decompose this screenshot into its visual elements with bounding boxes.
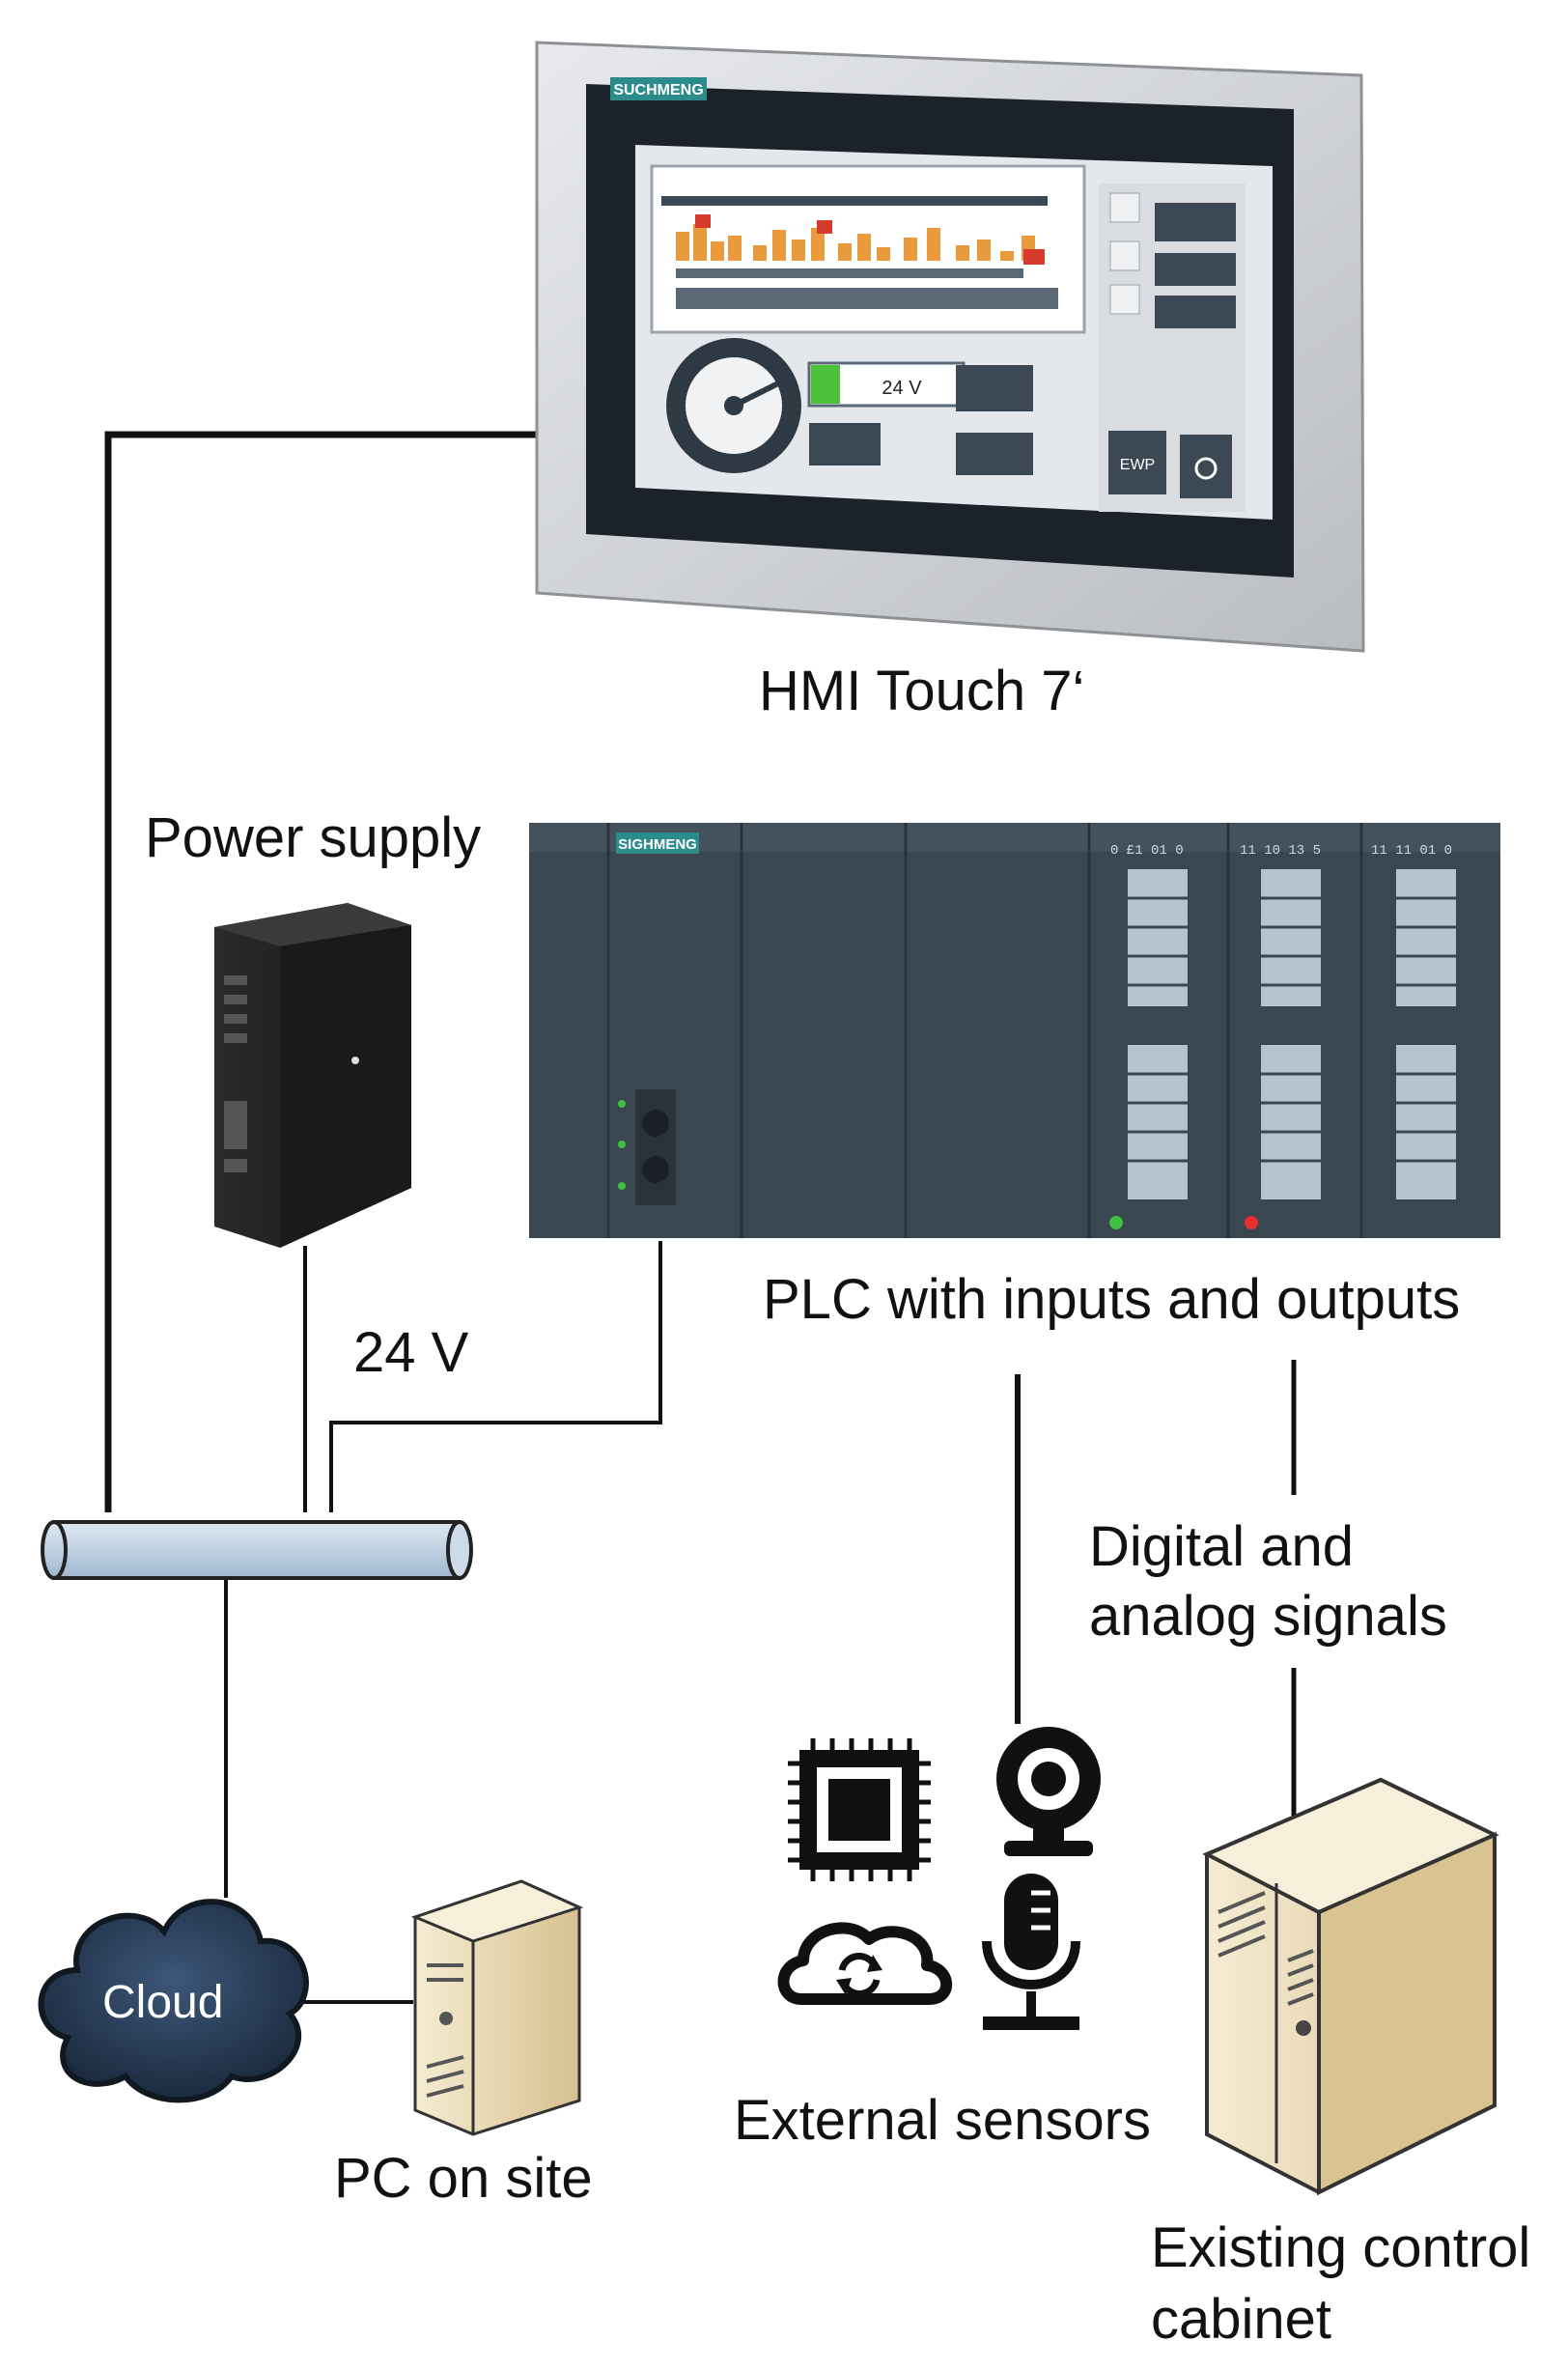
plc-status-led-green [1109,1216,1123,1229]
hmi-screen-button: EWP [1120,457,1155,473]
plc-io-terminals [1128,869,1456,1199]
microphone-icon [982,1874,1080,2030]
cloud-icon [38,1899,309,2103]
plc-label: PLC with inputs and outputs [763,1268,1461,1331]
hmi-screen-voltage: 24 V [882,378,922,399]
power-supply-label: Power supply [145,806,482,869]
plc-module-header-2: 11 10 13 5 [1240,843,1321,859]
signals-label-line1: Digital and [1089,1515,1355,1578]
pc-tower-icon [410,1879,584,2136]
cabinet-label-line2: cabinet [1151,2288,1332,2351]
sensors-label: External sensors [734,2089,1151,2152]
chip-icon [788,1738,931,1881]
cabinet-label-line1: Existing control [1151,2216,1531,2279]
control-cabinet-icon [1202,1777,1499,2196]
plc-module-header-1: 0 £1 01 0 [1110,843,1184,859]
power-supply-unit [214,903,411,1248]
hmi-dial [666,338,801,473]
hmi-brand: SUCHMENG [613,82,703,99]
connection-lines [104,431,1297,2004]
voltage-label: 24 V [353,1321,469,1384]
plc-rack: SIGHMENG 0 [529,823,1500,1238]
network-bus [41,1520,473,1580]
hmi-bus-line [104,431,539,1512]
plc-module-header-3: 11 11 01 0 [1371,843,1452,859]
plc-brand: SIGHMENG [618,836,697,853]
hmi-label: HMI Touch 7‘ [759,660,1085,722]
webcam-icon [996,1727,1101,1856]
hmi-touch-panel: 24 V EWP SUCHMENG [535,41,1365,653]
pc-label: PC on site [334,2147,593,2210]
plc-status-led-red [1245,1216,1258,1229]
cloud-sync-icon [777,1922,953,2005]
cloud-label: Cloud [102,1977,224,2028]
plc-bus-line [329,1241,662,1512]
signals-label-line2: analog signals [1089,1585,1447,1648]
